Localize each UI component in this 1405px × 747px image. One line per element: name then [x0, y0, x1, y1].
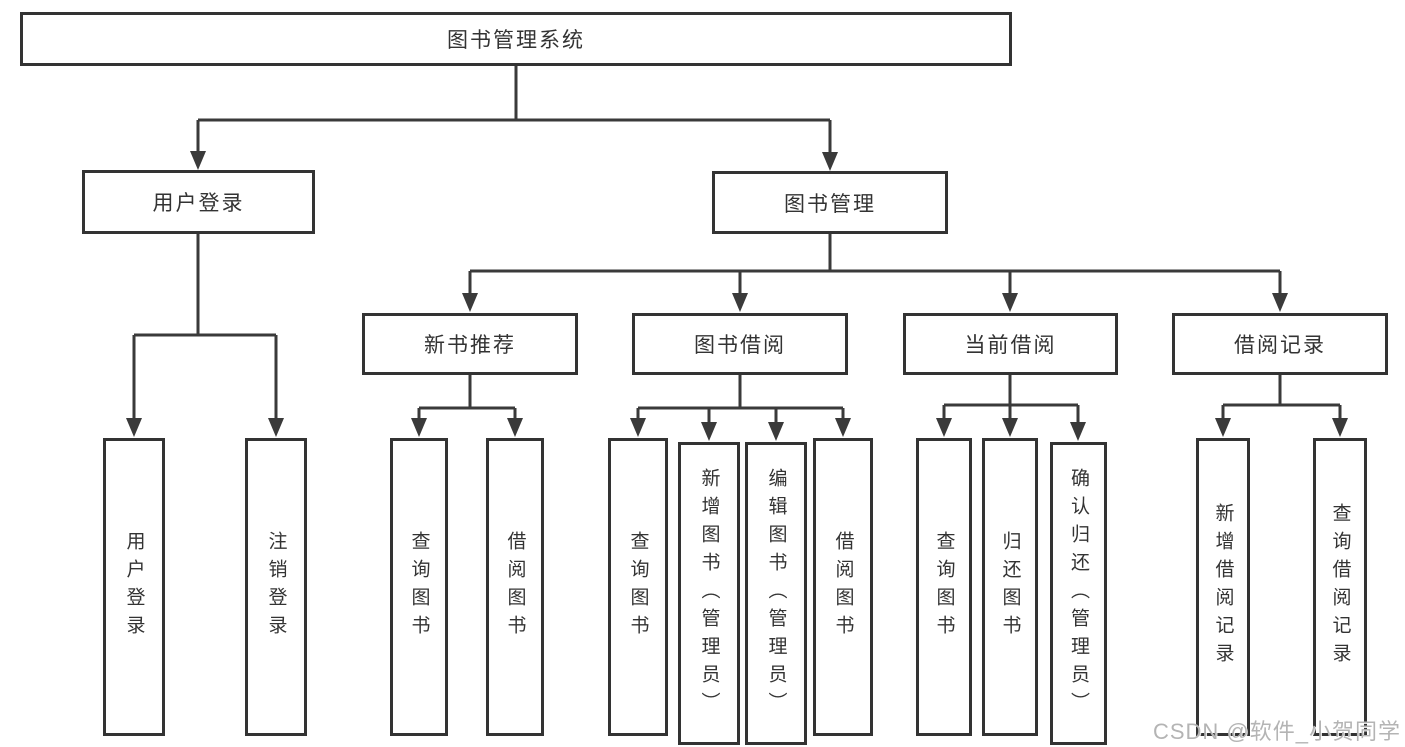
connector-borrow-records-children [1215, 375, 1348, 437]
connector-current-borrow-children [936, 375, 1086, 441]
node-borrowing-records-label: 借阅记录 [1234, 334, 1326, 357]
leaf-borrow-books-recommend-label: 借阅图书 [504, 531, 526, 643]
node-book-borrowing-label: 图书借阅 [694, 334, 786, 357]
leaf-query-borrow-record: 查询借阅记录 [1313, 438, 1367, 736]
node-library-system: 图书管理系统 [20, 12, 1012, 66]
leaf-confirm-return-admin: 确认归还（管理员） [1050, 442, 1107, 745]
leaf-query-books-borrow-label: 查询图书 [627, 531, 649, 643]
node-borrowing-records: 借阅记录 [1172, 313, 1388, 375]
leaf-add-borrow-record: 新增借阅记录 [1196, 438, 1250, 736]
leaf-edit-books-admin-label: 编辑图书（管理员） [765, 467, 787, 720]
node-current-borrowing-label: 当前借阅 [964, 334, 1057, 357]
leaf-query-books-borrow: 查询图书 [608, 438, 668, 736]
leaf-return-books: 归还图书 [982, 438, 1038, 736]
leaf-return-books-label: 归还图书 [999, 531, 1021, 643]
leaf-logout: 注销登录 [245, 438, 307, 736]
leaf-query-borrow-record-label: 查询借阅记录 [1329, 503, 1351, 671]
node-book-management-label: 图书管理 [784, 192, 876, 216]
leaf-user-login-label: 用户登录 [123, 531, 145, 643]
node-new-book-recommend: 新书推荐 [362, 313, 578, 375]
leaf-query-books-current: 查询图书 [916, 438, 972, 736]
leaf-add-books-admin-label: 新增图书（管理员） [698, 467, 720, 720]
connector-root-to-level2 [190, 66, 838, 171]
leaf-edit-books-admin: 编辑图书（管理员） [745, 442, 807, 745]
leaf-add-borrow-record-label: 新增借阅记录 [1212, 503, 1234, 671]
node-book-management: 图书管理 [712, 171, 948, 234]
leaf-borrow-books-recommend: 借阅图书 [486, 438, 544, 736]
csdn-watermark: CSDN @软件_小贺同学 [1152, 719, 1401, 744]
leaf-borrow-books: 借阅图书 [813, 438, 873, 736]
leaf-query-books-recommend-label: 查询图书 [408, 531, 430, 643]
node-book-borrowing: 图书借阅 [632, 313, 848, 375]
leaf-confirm-return-admin-label: 确认归还（管理员） [1068, 467, 1089, 720]
node-current-borrowing: 当前借阅 [903, 313, 1118, 375]
connector-new-book-children [411, 375, 523, 437]
leaf-user-login: 用户登录 [103, 438, 165, 736]
connector-book-mgmt-children [462, 234, 1288, 312]
node-user-login: 用户登录 [82, 170, 315, 234]
leaf-query-books-current-label: 查询图书 [933, 531, 955, 643]
connector-book-borrow-children [630, 375, 851, 441]
leaf-query-books-recommend: 查询图书 [390, 438, 448, 736]
node-new-book-recommend-label: 新书推荐 [424, 334, 516, 357]
leaf-logout-label: 注销登录 [265, 531, 287, 643]
leaf-add-books-admin: 新增图书（管理员） [678, 442, 740, 745]
connector-user-login-children [126, 234, 284, 437]
node-user-login-label: 用户登录 [152, 192, 245, 215]
leaf-borrow-books-label: 借阅图书 [832, 531, 854, 643]
node-library-system-label: 图书管理系统 [447, 29, 585, 52]
